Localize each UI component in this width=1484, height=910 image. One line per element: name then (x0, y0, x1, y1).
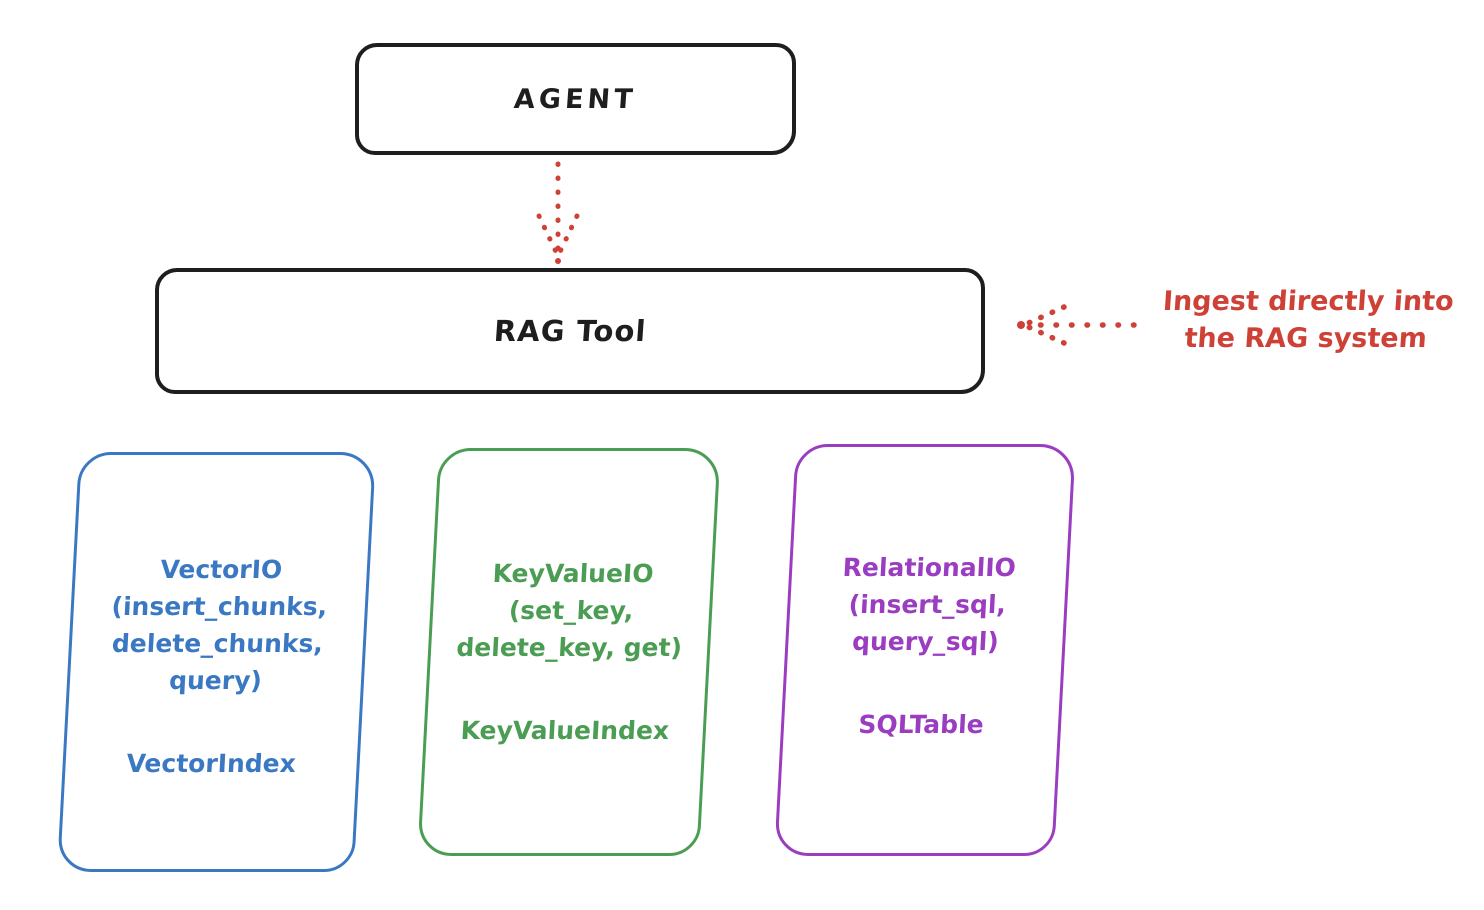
dotted-arrow-left-icon (1017, 304, 1137, 346)
sql-table-label: SQLTable (857, 710, 985, 739)
ingest-annotation-line1: Ingest directly into (1161, 286, 1455, 317)
node-text-line: (insert_sql, (847, 590, 1007, 619)
node-text-line: KeyValueIO (491, 559, 655, 588)
node-text-line: RelationalIO (841, 553, 1017, 582)
node-text-line: delete_chunks, (111, 629, 324, 658)
agent-label: AGENT (513, 83, 638, 115)
keyvalue-index-label: KeyValueIndex (459, 716, 670, 745)
dotted-arrow-down-icon (536, 161, 580, 264)
rag-tool-node: RAG Tool (155, 268, 985, 394)
rag-tool-label: RAG Tool (492, 314, 648, 348)
ingest-annotation: Ingest directly into the RAG system (1139, 283, 1474, 357)
agent-node: AGENT (355, 43, 796, 155)
keyvalue-io-node: KeyValueIO (set_key, delete_key, get) Ke… (417, 448, 721, 856)
ingest-annotation-line2: the RAG system (1183, 323, 1428, 354)
vector-index-label: VectorIndex (125, 749, 297, 778)
node-text-line: (insert_chunks, (110, 592, 328, 621)
node-text-line: VectorIO (159, 555, 283, 584)
node-text-line: delete_key, get) (455, 633, 683, 662)
node-text-line: query) (168, 666, 263, 695)
vector-io-node: VectorIO (insert_chunks, delete_chunks, … (56, 452, 377, 872)
node-text-line: (set_key, (508, 596, 635, 625)
node-text-line: query_sql) (851, 627, 1000, 656)
relational-io-node: RelationalIO (insert_sql, query_sql) SQL… (774, 444, 1076, 856)
